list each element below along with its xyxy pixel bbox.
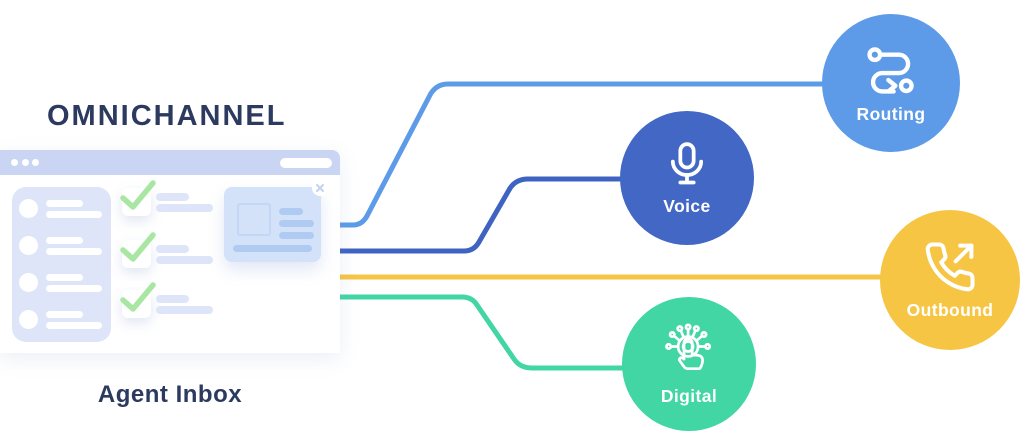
window-caption: Agent Inbox xyxy=(97,381,243,408)
text-line xyxy=(279,208,303,215)
avatar xyxy=(19,199,38,218)
text-line xyxy=(46,199,83,207)
node-label: Outbound xyxy=(906,299,994,320)
route-icon xyxy=(867,46,914,94)
close-icon xyxy=(316,184,324,192)
node-label: Digital xyxy=(660,385,718,406)
text-line xyxy=(156,204,213,212)
avatar xyxy=(19,236,38,255)
microphone-icon xyxy=(670,141,704,184)
checked-task-row xyxy=(120,282,214,320)
node-voice: Voice xyxy=(620,111,754,245)
text-line xyxy=(156,256,213,264)
checkmark-icon xyxy=(120,180,156,210)
node-routing: Routing xyxy=(822,14,960,152)
window-control-dots xyxy=(11,159,39,166)
address-bar-pill xyxy=(280,157,332,168)
checkbox-card xyxy=(120,180,156,216)
text-line xyxy=(46,284,102,292)
avatar xyxy=(19,273,38,292)
checked-task-row xyxy=(120,232,214,270)
checkmark-icon xyxy=(120,282,156,312)
diagram-title: OMNICHANNEL xyxy=(47,100,287,132)
node-digital: Digital xyxy=(622,297,756,431)
conversation-list-item xyxy=(12,231,111,260)
avatar xyxy=(19,310,38,329)
preview-modal xyxy=(224,180,328,262)
node-outbound: Outbound xyxy=(880,210,1020,350)
text-line xyxy=(156,306,213,314)
text-line xyxy=(46,321,102,329)
connector-voice xyxy=(333,176,690,254)
text-line xyxy=(279,220,314,227)
text-line xyxy=(46,236,83,244)
text-line xyxy=(233,245,312,252)
inbox-sidebar-panel xyxy=(12,187,111,342)
window-dot xyxy=(11,159,18,166)
conversation-list-item xyxy=(12,268,111,297)
text-line xyxy=(156,295,189,303)
text-line xyxy=(46,210,102,218)
modal-close-button xyxy=(312,180,328,196)
window-titlebar xyxy=(0,150,340,175)
text-line xyxy=(156,193,189,201)
checkbox-card xyxy=(120,232,156,268)
digital-touch-icon xyxy=(665,322,712,370)
checkbox-card xyxy=(120,282,156,318)
text-line xyxy=(156,245,189,253)
checked-task-row xyxy=(120,180,214,218)
connector-routing xyxy=(333,81,894,228)
checkmark-icon xyxy=(120,232,156,262)
text-line xyxy=(46,310,83,318)
phone-outgoing-icon xyxy=(925,241,975,291)
window-dot xyxy=(21,159,29,166)
conversation-list-item xyxy=(12,194,111,223)
text-line xyxy=(279,232,314,239)
connector-digital xyxy=(333,294,692,371)
text-line xyxy=(46,273,83,281)
browser-window xyxy=(0,150,340,353)
text-line xyxy=(46,247,102,255)
modal-thumbnail xyxy=(237,203,271,236)
node-label: Voice xyxy=(663,195,711,216)
node-label: Routing xyxy=(856,103,926,124)
window-dot xyxy=(32,159,39,166)
conversation-list-item xyxy=(12,305,111,334)
